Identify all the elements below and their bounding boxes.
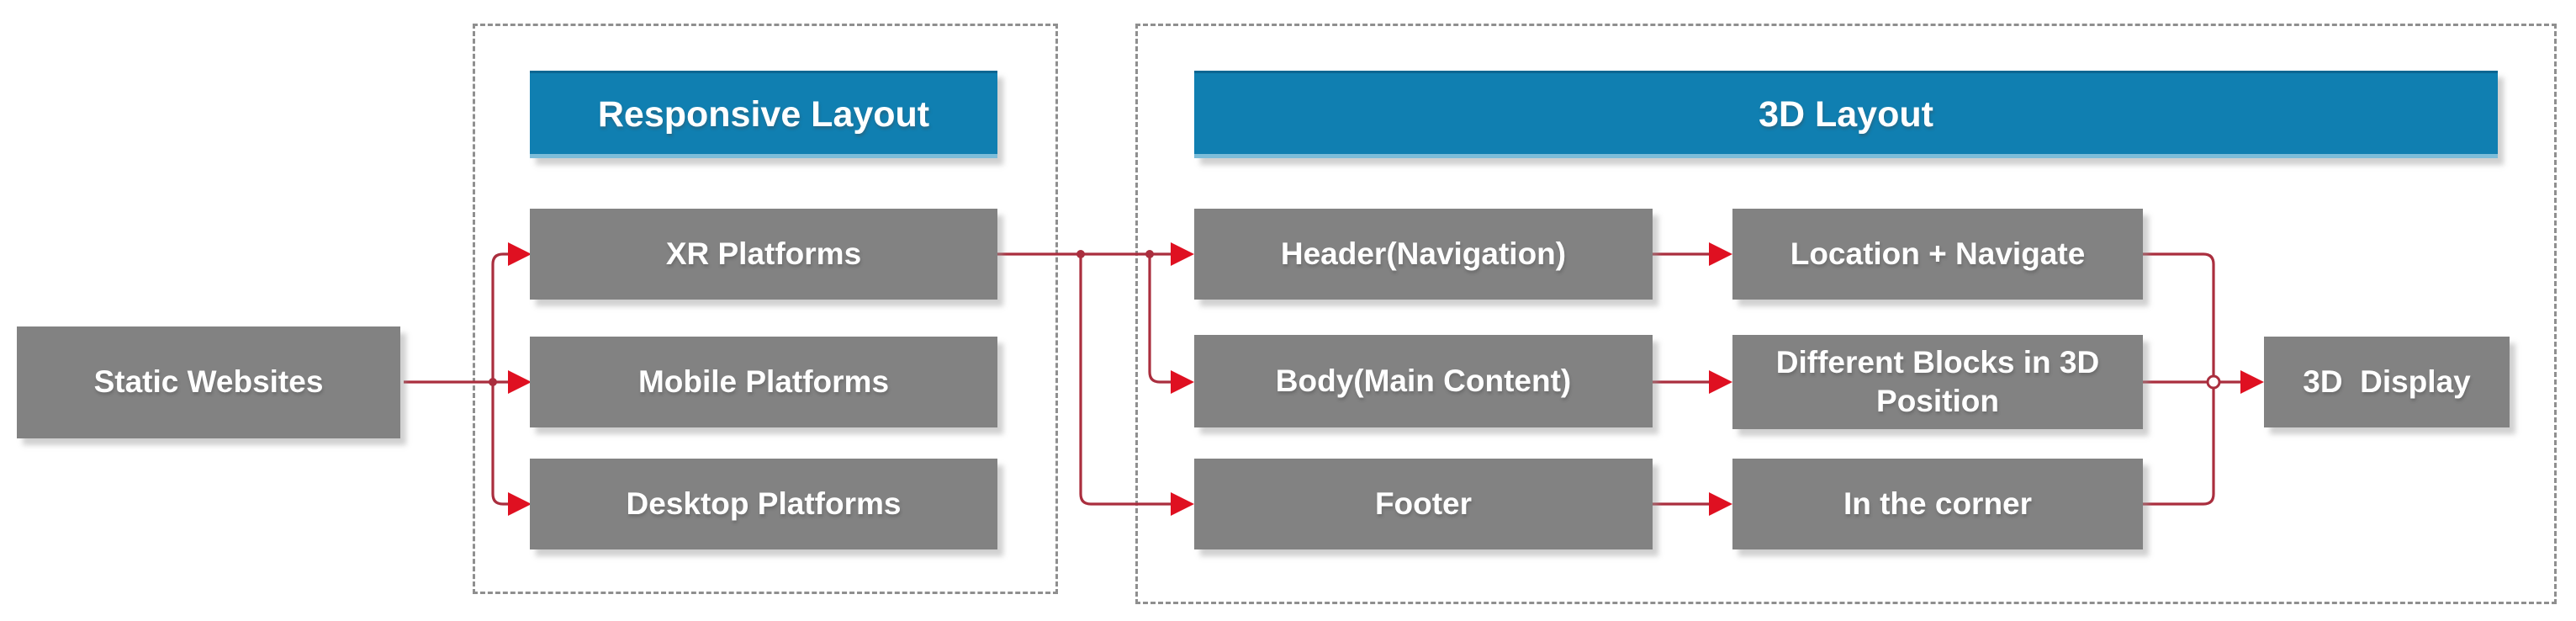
node-different-blocks: Different Blocks in 3D Position (1732, 335, 2143, 429)
node-xr-platforms-label: XR Platforms (665, 236, 862, 271)
node-footer-label: Footer (1374, 486, 1473, 521)
node-location-navigate-label: Location + Navigate (1790, 236, 2086, 271)
node-header-navigation: Header(Navigation) (1194, 209, 1653, 300)
3d-layout-header: 3D Layout (1194, 71, 2498, 158)
node-in-the-corner: In the corner (1732, 459, 2143, 549)
node-mobile-platforms-label: Mobile Platforms (637, 364, 890, 399)
node-desktop-platforms: Desktop Platforms (530, 459, 997, 549)
node-footer: Footer (1194, 459, 1653, 549)
responsive-layout-title: Responsive Layout (597, 93, 930, 135)
node-3d-display: 3D Display (2264, 337, 2510, 427)
node-3d-display-label: 3D Display (2303, 364, 2471, 399)
node-in-the-corner-label: In the corner (1843, 486, 2033, 521)
node-xr-platforms: XR Platforms (530, 209, 997, 300)
node-location-navigate: Location + Navigate (1732, 209, 2143, 300)
node-static-websites-label: Static Websites (93, 364, 324, 400)
node-mobile-platforms: Mobile Platforms (530, 337, 997, 427)
responsive-layout-header: Responsive Layout (530, 71, 997, 158)
group-responsive-layout (473, 24, 1058, 594)
node-desktop-platforms-label: Desktop Platforms (626, 486, 902, 521)
node-header-navigation-label: Header(Navigation) (1280, 236, 1567, 271)
junction-dot (1076, 250, 1085, 258)
node-different-blocks-label: Different Blocks in 3D Position (1775, 344, 2108, 418)
3d-layout-title: 3D Layout (1759, 93, 1933, 135)
node-body-main-content-label: Body(Main Content) (1275, 363, 1572, 398)
node-static-websites: Static Websites (17, 326, 400, 438)
node-body-main-content: Body(Main Content) (1194, 335, 1653, 427)
